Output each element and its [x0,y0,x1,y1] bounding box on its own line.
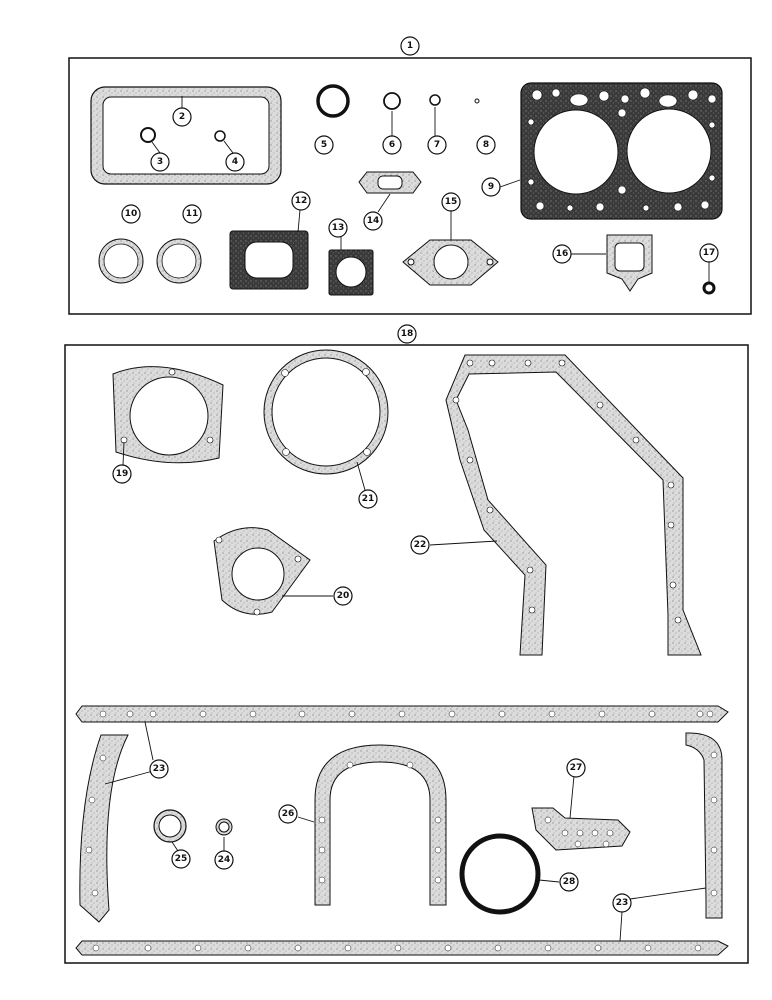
gasket-2-rocker-cover [90,86,282,185]
o-ring-6 [383,92,401,110]
callout-5: 5 [314,135,334,155]
svg-text:1: 1 [407,41,413,51]
callout-6: 6 [382,135,402,155]
callout-16: 16 [552,244,572,264]
callout-21: 21 [358,489,378,509]
svg-text:12: 12 [295,196,308,206]
callout-12: 12 [291,191,311,211]
callout-1: 1 [400,36,420,56]
seal-ring-10 [98,238,144,284]
callout-2: 2 [172,107,192,127]
svg-text:14: 14 [367,216,380,226]
svg-text:9: 9 [488,182,494,192]
gasket-16 [606,234,653,292]
oil-pan-rail-top-23 [75,705,729,723]
callout-26: 26 [278,804,298,824]
gasket-21 [263,349,389,475]
callout-22: 22 [410,535,430,555]
rear-seal-ring-28 [459,833,541,915]
seal-ring-3 [140,127,156,143]
svg-text:8: 8 [483,140,489,150]
callout-11: 11 [182,204,202,224]
svg-text:21: 21 [362,494,375,504]
seal-ring-11 [156,238,202,284]
timing-cover-gasket-22 [445,354,702,656]
callout-14: 14 [363,211,383,231]
callout-8: 8 [476,135,496,155]
kit-18-frame [64,344,749,964]
rear-main-bearing-gasket-26 [314,744,447,906]
leader-lines [104,96,710,942]
callout-27: 27 [566,758,586,778]
callout-3: 3 [150,152,170,172]
svg-text:25: 25 [175,854,188,864]
callout-28: 28 [559,872,579,892]
gasket-19 [112,366,224,464]
callouts: 1 2 3 4 5 6 7 8 9 10 11 12 13 14 15 16 1… [112,36,719,913]
svg-text:13: 13 [332,223,345,233]
seal-24 [215,818,233,836]
kit-1-frame [68,57,752,315]
callout-23-left: 23 [149,759,169,779]
callout-15: 15 [441,192,461,212]
svg-text:11: 11 [186,209,199,219]
svg-text:19: 19 [116,469,129,479]
svg-text:7: 7 [434,140,440,150]
o-ring-5 [316,84,350,118]
callout-19: 19 [112,464,132,484]
svg-text:23: 23 [616,898,629,908]
callout-7: 7 [427,135,447,155]
callout-24: 24 [214,850,234,870]
gasket-14 [358,171,422,194]
callout-25: 25 [171,849,191,869]
oil-pan-end-left-23 [79,734,129,923]
callout-20: 20 [333,586,353,606]
gasket-15 [402,239,499,286]
svg-text:26: 26 [282,809,295,819]
seal-25 [153,809,187,843]
callout-13: 13 [328,218,348,238]
o-ring-17 [702,281,716,295]
gasket-20 [213,527,311,616]
svg-text:4: 4 [232,157,238,167]
svg-text:2: 2 [179,112,185,122]
svg-text:10: 10 [125,209,138,219]
oil-pan-end-right-23 [685,732,723,919]
o-ring-8 [474,98,480,104]
gasket-27 [531,807,631,851]
gasket-12 [229,230,309,290]
gasket-13 [328,249,374,296]
callout-10: 10 [121,204,141,224]
svg-text:15: 15 [445,197,458,207]
svg-text:5: 5 [321,140,327,150]
svg-text:24: 24 [218,855,231,865]
cylinder-head-gasket-9 [520,82,723,220]
callout-4: 4 [225,152,245,172]
svg-text:6: 6 [389,140,395,150]
callout-9: 9 [481,177,501,197]
oil-pan-rail-bottom-23 [75,940,729,956]
svg-text:28: 28 [563,877,576,887]
callout-23-right: 23 [612,893,632,913]
callout-18: 18 [397,324,417,344]
svg-text:23: 23 [153,764,166,774]
svg-text:22: 22 [414,540,427,550]
o-ring-7 [429,94,441,106]
svg-text:3: 3 [157,157,163,167]
svg-text:20: 20 [337,591,350,601]
svg-text:16: 16 [556,249,569,259]
svg-text:27: 27 [570,763,583,773]
callout-17: 17 [699,243,719,263]
svg-text:18: 18 [401,329,414,339]
svg-text:17: 17 [703,248,716,258]
seal-ring-4 [214,130,226,142]
